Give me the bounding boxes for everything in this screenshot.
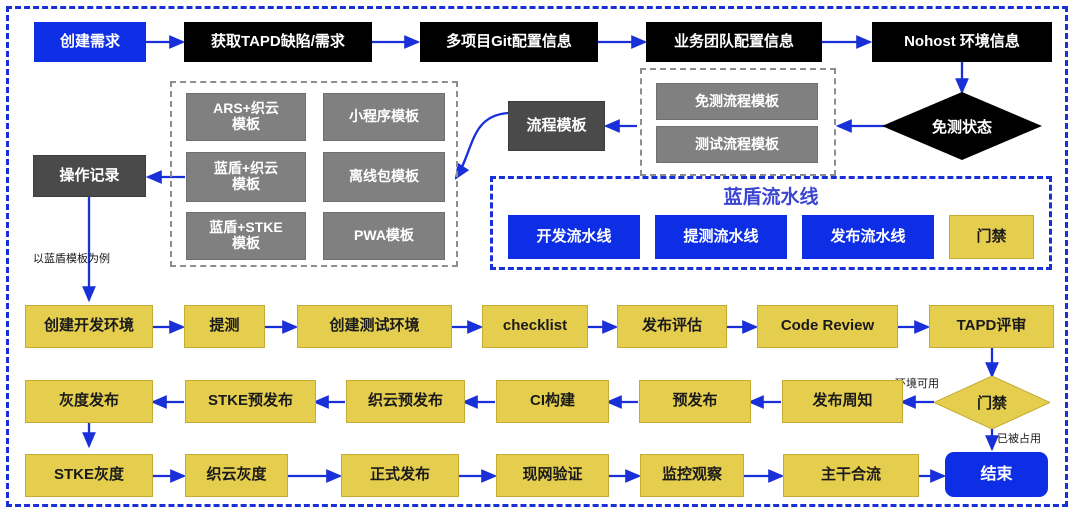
node-trunk-merge[interactable]: 主干合流 bbox=[783, 454, 919, 497]
node-no-test-process-template[interactable]: 免测流程模板 bbox=[656, 83, 818, 120]
templates-group-frame bbox=[170, 81, 458, 267]
node-submit-test[interactable]: 提测 bbox=[184, 305, 265, 348]
node-production-verify[interactable]: 现网验证 bbox=[496, 454, 609, 497]
node-multi-git-config[interactable]: 多项目Git配置信息 bbox=[420, 22, 598, 62]
node-operation-log[interactable]: 操作记录 bbox=[33, 155, 146, 197]
node-ars-zhiyun-template[interactable]: ARS+织云 模板 bbox=[186, 93, 306, 141]
node-process-template[interactable]: 流程模板 bbox=[508, 101, 605, 151]
node-team-config[interactable]: 业务团队配置信息 bbox=[646, 22, 822, 62]
node-landun-zhiyun-template[interactable]: 蓝盾+织云 模板 bbox=[186, 152, 306, 202]
node-test-pipeline[interactable]: 提测流水线 bbox=[655, 215, 787, 259]
node-offline-package-template[interactable]: 离线包模板 bbox=[323, 152, 445, 202]
node-end[interactable]: 结束 bbox=[945, 452, 1048, 497]
node-gray-release[interactable]: 灰度发布 bbox=[25, 380, 153, 423]
process-templates-group-frame bbox=[640, 68, 836, 176]
node-test-process-template[interactable]: 测试流程模板 bbox=[656, 126, 818, 163]
node-miniprogram-template[interactable]: 小程序模板 bbox=[323, 93, 445, 141]
edge-label-occupied: 已被占用 bbox=[997, 433, 1041, 445]
node-create-test-env[interactable]: 创建测试环境 bbox=[297, 305, 452, 348]
edge-label-example-note: 以蓝盾模板为例 bbox=[33, 253, 110, 265]
node-release-pipeline[interactable]: 发布流水线 bbox=[802, 215, 934, 259]
node-code-review[interactable]: Code Review bbox=[757, 305, 898, 348]
node-zhiyun-gray[interactable]: 织云灰度 bbox=[185, 454, 288, 497]
node-stke-pre-release[interactable]: STKE预发布 bbox=[185, 380, 316, 423]
node-fetch-tapd[interactable]: 获取TAPD缺陷/需求 bbox=[184, 22, 372, 62]
node-pre-release[interactable]: 预发布 bbox=[639, 380, 751, 423]
node-pwa-template[interactable]: PWA模板 bbox=[323, 212, 445, 260]
node-release-assessment[interactable]: 发布评估 bbox=[617, 305, 727, 348]
node-checklist[interactable]: checklist bbox=[482, 305, 588, 348]
diagram-outer-frame bbox=[6, 6, 1068, 507]
pipeline-group-frame bbox=[490, 176, 1052, 270]
node-monitoring[interactable]: 监控观察 bbox=[640, 454, 744, 497]
node-release-notice[interactable]: 发布周知 bbox=[782, 380, 903, 423]
node-create-dev-env[interactable]: 创建开发环境 bbox=[25, 305, 153, 348]
node-gate-pipeline[interactable]: 门禁 bbox=[949, 215, 1034, 259]
edge-label-env-available: 环境可用 bbox=[895, 378, 939, 390]
node-official-release[interactable]: 正式发布 bbox=[341, 454, 459, 497]
node-zhiyun-pre-release[interactable]: 织云预发布 bbox=[346, 380, 465, 423]
node-gate-decision[interactable]: 门禁 bbox=[934, 376, 1050, 429]
pipeline-group-title: 蓝盾流水线 bbox=[723, 187, 819, 208]
node-no-test-status[interactable]: 免测状态 bbox=[882, 92, 1042, 160]
node-stke-gray[interactable]: STKE灰度 bbox=[25, 454, 153, 497]
node-dev-pipeline[interactable]: 开发流水线 bbox=[508, 215, 640, 259]
node-ci-build[interactable]: CI构建 bbox=[496, 380, 609, 423]
node-nohost-env[interactable]: Nohost 环境信息 bbox=[872, 22, 1052, 62]
node-create-requirement[interactable]: 创建需求 bbox=[34, 22, 146, 62]
node-tapd-review[interactable]: TAPD评审 bbox=[929, 305, 1054, 348]
node-landun-stke-template[interactable]: 蓝盾+STKE 模板 bbox=[186, 212, 306, 260]
